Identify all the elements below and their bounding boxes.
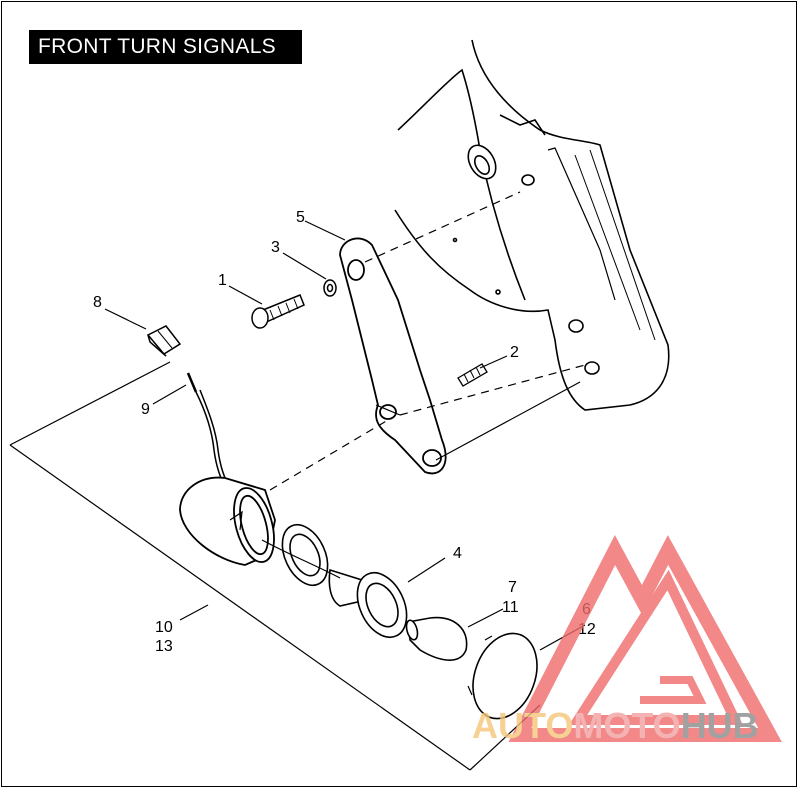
callout-8: 8 (93, 294, 102, 311)
callout-10: 10 (155, 619, 173, 636)
kit-bracket-lines (9, 361, 541, 771)
diagram-title: FRONT TURN SIGNALS (29, 30, 302, 64)
watermark-moto: MOTO (573, 705, 680, 746)
callout-2: 2 (510, 344, 519, 361)
screw (251, 294, 305, 329)
fork-slider (394, 39, 670, 411)
callout-13: 13 (155, 638, 173, 655)
alignment-lines (269, 191, 586, 491)
callout-9: 9 (141, 401, 150, 418)
svg-text:AUTOMOTOHUB: AUTOMOTOHUB (472, 705, 759, 746)
washer (323, 279, 337, 297)
watermark-triangle-icon (508, 534, 782, 742)
wire-terminal (186, 372, 231, 489)
callout-5: 5 (296, 209, 305, 226)
callout-3: 3 (271, 239, 280, 256)
watermark-hub: HUB (681, 705, 759, 746)
callout-11: 11 (502, 599, 519, 616)
callout-1: 1 (218, 272, 227, 289)
watermark-auto: AUTO (472, 705, 573, 746)
bulb-socket-assembly (261, 523, 408, 638)
mounting-bracket (339, 237, 447, 475)
turn-signal-housing (179, 476, 276, 566)
set-screw (457, 363, 488, 387)
connector (146, 325, 182, 357)
lens (467, 632, 538, 720)
callout-7: 7 (508, 579, 517, 596)
watermark-logo: AUTOMOTOHUB (472, 534, 782, 746)
bulb (405, 616, 468, 661)
callout-4: 4 (453, 545, 462, 562)
